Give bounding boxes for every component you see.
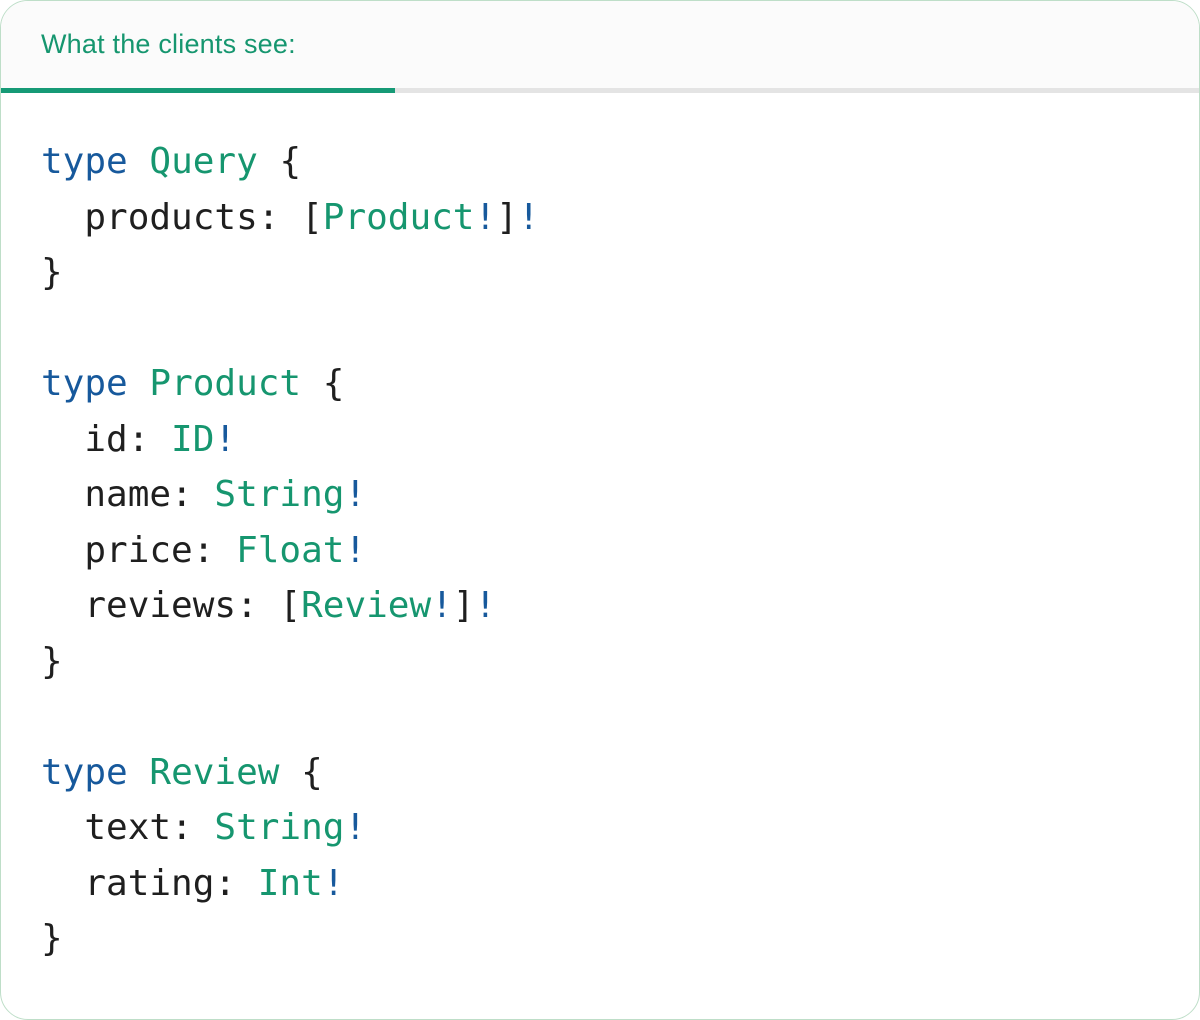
code-token-kw: ! [474,585,497,626]
code-line: type Review { [41,745,1169,801]
code-token-kw: type [41,141,128,182]
code-line [41,301,1169,357]
code-token-kw: ! [214,418,237,460]
code-token-plain: name: [41,474,215,515]
code-token-plain: { [279,751,323,793]
code-token-plain: } [41,640,63,682]
tab-what-clients-see[interactable]: What the clients see: [1,1,395,88]
code-token-kw: type [41,363,128,404]
tab-bar: What the clients see: [1,1,1199,93]
code-token-kw: ! [344,529,367,571]
code-token-kw: ! [322,862,345,904]
code-token-plain: id: [41,418,172,460]
code-token-type: ID [171,418,215,460]
code-line: price: Float! [41,523,1169,579]
code-token-kw: ! [431,585,453,626]
code-token-type: String [214,807,345,848]
code-token-type: Product [149,363,302,404]
code-line: } [41,245,1169,301]
code-token-kw: type [41,751,128,793]
code-line: } [41,634,1169,690]
code-token-type: Review [149,751,280,793]
code-line: text: String! [41,800,1169,856]
code-token-type: String [214,474,345,515]
code-line: type Query { [41,134,1169,190]
code-token-kw: ! [474,196,497,238]
code-line [41,689,1169,745]
code-token-plain: { [301,363,345,404]
code-token-plain: price: [41,529,237,571]
code-token-type: Review [301,585,432,626]
tab-label: What the clients see: [41,29,296,59]
code-token-type: Query [149,141,258,182]
code-token-plain: } [41,918,63,959]
code-line: } [41,911,1169,967]
code-token-kw: ! [517,196,540,238]
code-token-kw: ! [344,807,367,848]
code-line: rating: Int! [41,856,1169,912]
code-token-plain: } [41,252,63,293]
code-token-plain: products: [ [41,196,323,238]
code-token-kw: ! [344,474,367,515]
code-token-plain [128,363,150,404]
code-token-plain: { [257,141,302,182]
code-line: products: [Product!]! [41,190,1169,246]
code-line: name: String! [41,467,1169,523]
code-token-plain: text: [41,807,215,848]
code-token-plain [128,752,150,793]
code-token-type: Float [236,529,345,571]
code-token-plain: reviews: [ [41,585,302,626]
code-line: type Product { [41,356,1169,412]
code-line: reviews: [Review!]! [41,578,1169,634]
code-token-plain: ] [452,585,475,626]
active-tab-indicator [1,88,395,93]
code-token-type: Int [257,862,323,904]
code-token-plain: rating: [41,862,258,904]
code-token-plain [128,141,150,182]
code-block: type Query { products: [Product!]!}type … [1,93,1199,967]
code-token-type: Product [322,196,475,238]
code-line: id: ID! [41,412,1169,468]
code-token-plain: ] [496,196,518,238]
